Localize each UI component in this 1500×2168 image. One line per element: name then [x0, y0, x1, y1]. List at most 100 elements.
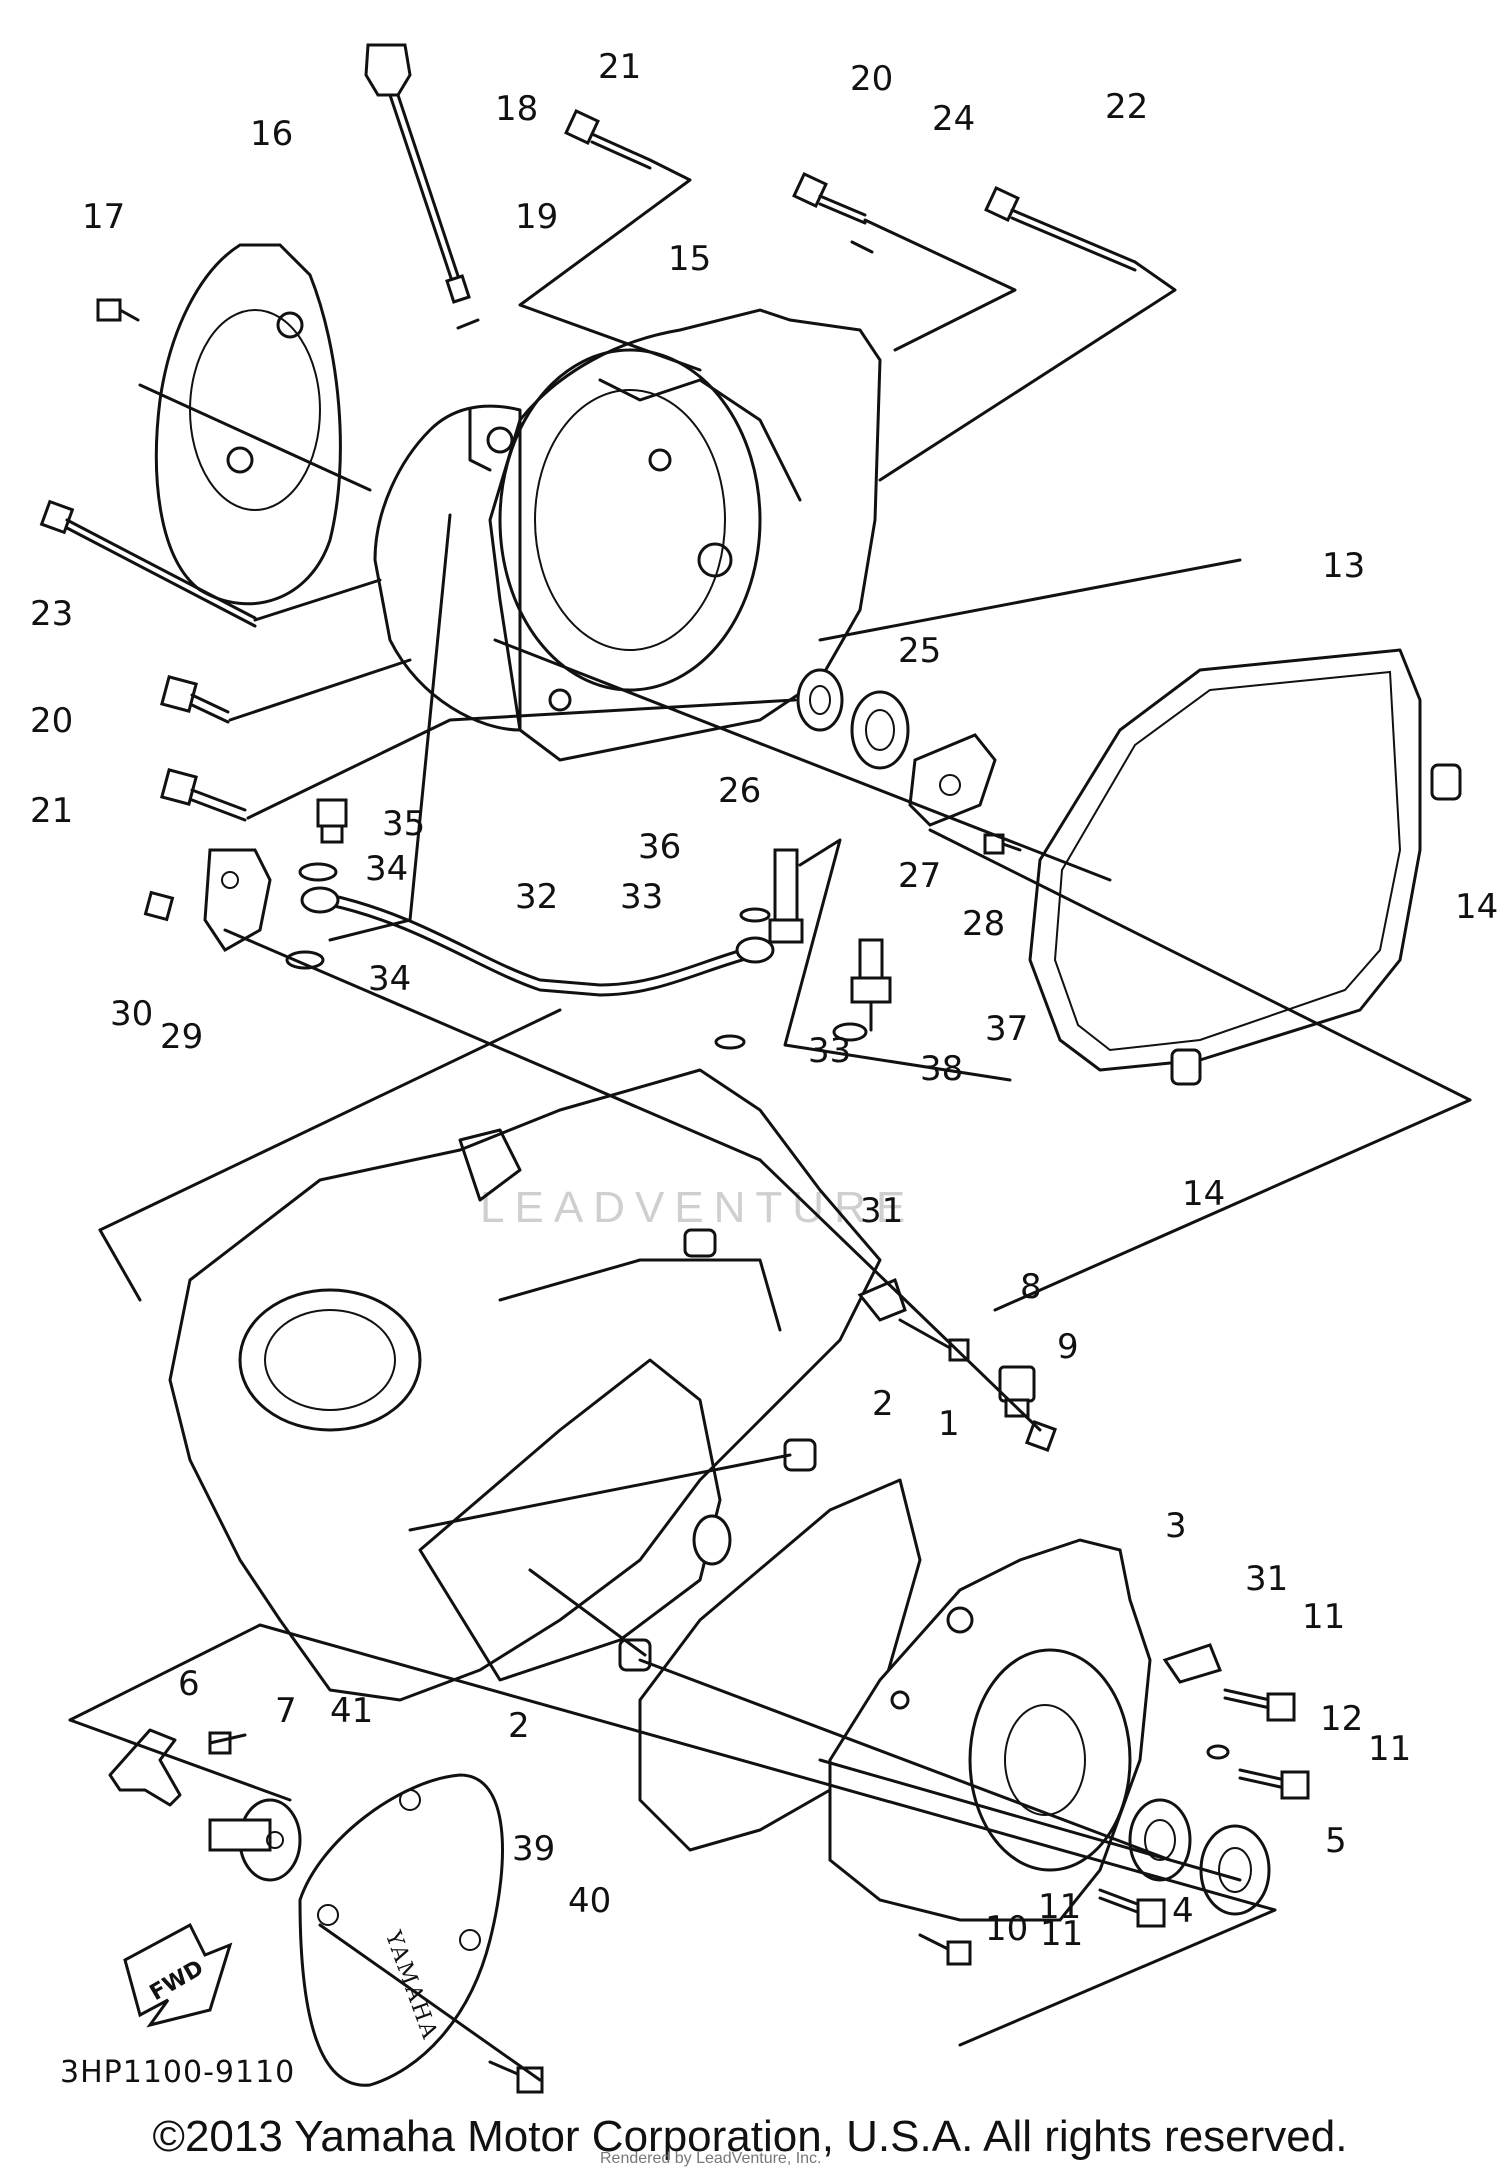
- callout-17: 17: [82, 197, 125, 237]
- callout-39: 39: [512, 1829, 555, 1869]
- bearing-part-4: [1128, 1798, 1192, 1882]
- callout-30: 30: [110, 994, 153, 1034]
- washer-part-33-lower: [714, 1034, 746, 1050]
- callout-41: 41: [330, 1691, 373, 1731]
- callout-14-lower: 14: [1182, 1174, 1225, 1214]
- bolt-part-20-upper: [792, 172, 867, 225]
- bolt-part-30: [143, 890, 175, 922]
- bolt-part-23: [39, 499, 257, 628]
- crankcase-cover-part-3: [828, 1538, 1152, 1922]
- callout-11-a: 11: [1302, 1597, 1345, 1637]
- callout-36: 36: [638, 827, 681, 867]
- plate-part-27: [908, 733, 997, 827]
- dowel-part-14-upper: [1430, 763, 1462, 801]
- bolt-part-11-c: [1098, 1888, 1166, 1928]
- cover-part-16: [154, 243, 342, 606]
- callout-29: 29: [160, 1017, 203, 1057]
- sensor-part-37: [850, 938, 892, 1032]
- bolt-part-20-lower: [160, 675, 230, 724]
- callout-14-upper: 14: [1455, 887, 1498, 927]
- callout-34-lower: 34: [368, 959, 411, 999]
- callout-27: 27: [898, 856, 941, 896]
- bolt-part-10: [918, 1933, 972, 1966]
- o-ring-part-19: [456, 318, 480, 330]
- callout-13: 13: [1322, 546, 1365, 586]
- callout-20-lower: 20: [30, 701, 73, 741]
- callout-11-d: 11: [1040, 1914, 1083, 1954]
- washer-part-12: [1206, 1744, 1230, 1760]
- callout-5: 5: [1325, 1821, 1347, 1861]
- rendered-by-notice: Rendered by LeadVenture, Inc.: [600, 2150, 822, 2167]
- callout-20-upper: 20: [850, 59, 893, 99]
- callout-25: 25: [898, 631, 941, 671]
- bearing-part-25: [850, 690, 910, 770]
- bolt-part-11-a: [1223, 1688, 1296, 1722]
- callout-38: 38: [920, 1049, 963, 1089]
- bolt-part-35: [316, 798, 348, 844]
- callout-18: 18: [495, 89, 538, 129]
- crankcase-body: [168, 1068, 882, 1702]
- callout-24: 24: [932, 99, 975, 139]
- callout-16: 16: [250, 114, 293, 154]
- clamp-part-31-lower: [1162, 1643, 1223, 1684]
- callout-7: 7: [275, 1691, 297, 1731]
- callout-23: 23: [30, 594, 73, 634]
- callout-9: 9: [1057, 1327, 1079, 1367]
- callout-19: 19: [515, 197, 558, 237]
- callout-33-lower: 33: [808, 1031, 851, 1071]
- dowel-part-14-lower: [1170, 1048, 1202, 1086]
- washer-part-34-lower: [285, 950, 325, 970]
- callout-33-upper: 33: [620, 877, 663, 917]
- bolt-part-22: [984, 186, 1137, 272]
- callout-10: 10: [985, 1909, 1028, 1949]
- washer-part-33-upper: [739, 907, 771, 923]
- callout-35: 35: [382, 804, 425, 844]
- callout-22: 22: [1105, 87, 1148, 127]
- crankcase-cover-part-15: [373, 308, 882, 762]
- copyright-notice: ©2013 Yamaha Motor Corporation, U.S.A. A…: [152, 2112, 1348, 2161]
- union-bolt-part-36: [768, 848, 804, 944]
- bolt-part-7: [208, 1731, 247, 1755]
- oil-pipe-part-32: [300, 886, 775, 997]
- callout-4: 4: [1172, 1891, 1194, 1931]
- callout-11-c: 11: [1038, 1887, 1081, 1927]
- o-ring-part-9: [1024, 1419, 1058, 1453]
- clamp-part-31-upper: [857, 1277, 970, 1362]
- callout-8: 8: [1020, 1267, 1042, 1307]
- callout-3: 3: [1165, 1506, 1187, 1546]
- oil-seal-part-26: [796, 668, 844, 732]
- callout-34-upper: 34: [365, 849, 408, 889]
- callout-11-b: 11: [1368, 1729, 1411, 1769]
- washer-part-34-upper: [298, 862, 338, 882]
- gasket-part-13: [1028, 648, 1422, 1072]
- callout-15: 15: [668, 239, 711, 279]
- bolt-part-17: [96, 298, 140, 322]
- callout-21-lower: 21: [30, 791, 73, 831]
- callout-12: 12: [1320, 1699, 1363, 1739]
- fwd-arrow-icon: FWD: [123, 1922, 233, 2028]
- bolt-part-11-b: [1238, 1768, 1310, 1800]
- washer-part-24: [850, 240, 874, 254]
- part-code: 3HP1100-9110: [60, 2055, 295, 2090]
- leader-lines-upper: [98, 158, 1472, 1312]
- dipstick-part-18: [364, 43, 471, 304]
- shaft-part-41: [208, 1798, 302, 1882]
- callout-2-lower: 2: [508, 1706, 530, 1746]
- plate-part-29: [203, 848, 272, 952]
- callout-1: 1: [938, 1404, 960, 1444]
- callout-32: 32: [515, 877, 558, 917]
- oil-seal-part-5: [1199, 1824, 1271, 1916]
- callout-31-lower: 31: [1245, 1559, 1288, 1599]
- leader-lines-lower: [68, 1158, 1277, 2082]
- washer-part-38: [832, 1022, 868, 1042]
- bolt-part-21-lower: [160, 768, 247, 822]
- cover-part-39: YAMAHA: [298, 1773, 504, 2087]
- bracket-part-6: [108, 1728, 182, 1807]
- callout-21-upper: 21: [598, 47, 641, 87]
- callout-2-upper: 2: [872, 1384, 894, 1424]
- callout-40: 40: [568, 1881, 611, 1921]
- callout-6: 6: [178, 1664, 200, 1704]
- callout-28: 28: [962, 904, 1005, 944]
- callout-labels: 1 2 2 3 4 5 6 7 8 9 10 11 11 11 11 12 13…: [30, 47, 1498, 1954]
